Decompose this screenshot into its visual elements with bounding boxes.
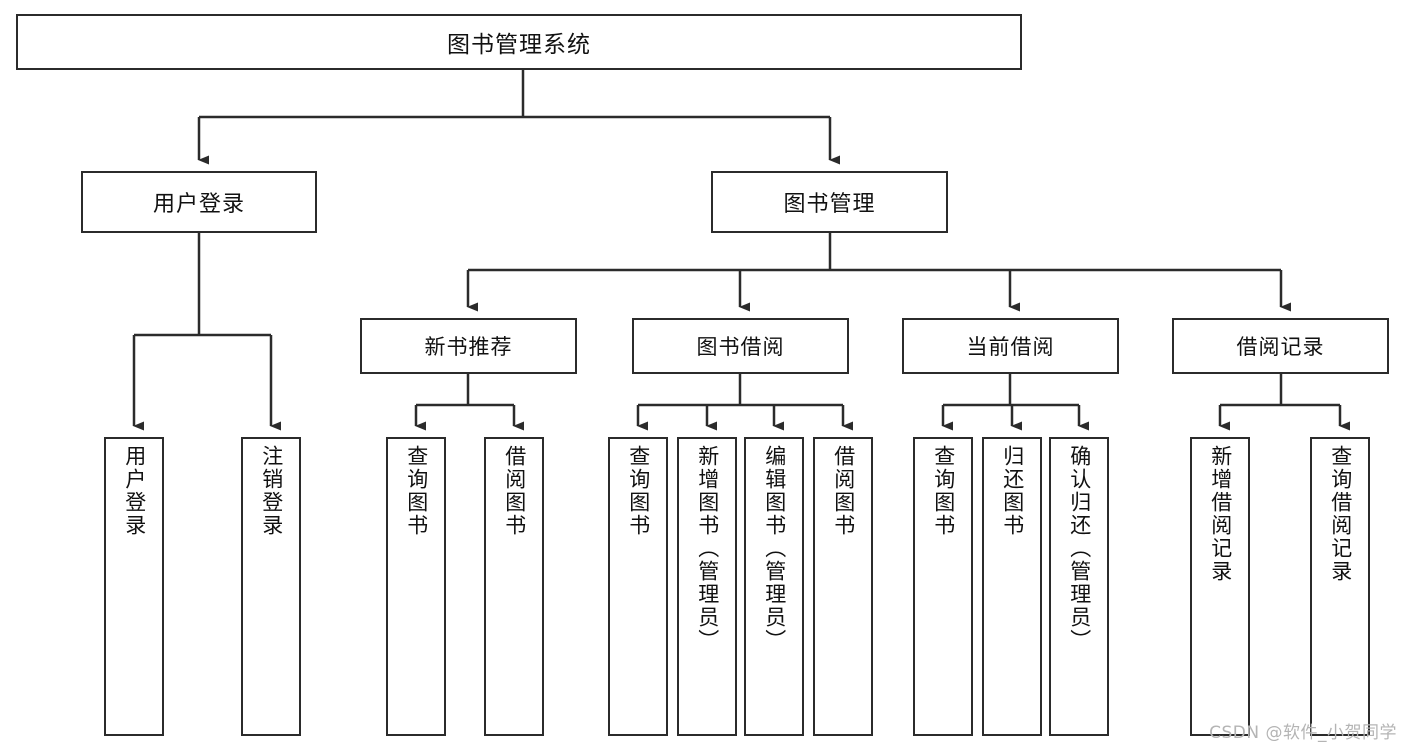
node-book-borrow[interactable]: 图书借阅 (632, 318, 849, 374)
node-label: 借阅图书 (502, 445, 527, 537)
node-label: 查询图书 (404, 445, 429, 537)
node-leaf-confirm-return-admin[interactable]: 确认归还（管理员） (1049, 437, 1109, 736)
node-root-book-management-system[interactable]: 图书管理系统 (16, 14, 1022, 70)
node-borrow-record[interactable]: 借阅记录 (1172, 318, 1389, 374)
node-leaf-edit-book-admin[interactable]: 编辑图书（管理员） (744, 437, 804, 736)
node-leaf-query-borrow-record[interactable]: 查询借阅记录 (1310, 437, 1370, 736)
borrow-record-connectors (1218, 374, 1350, 431)
book-borrow-connectors (636, 374, 853, 431)
node-current-borrow[interactable]: 当前借阅 (902, 318, 1119, 374)
node-label: 用户登录 (152, 192, 245, 217)
node-label: 确认归还（管理员） (1067, 445, 1092, 652)
user-login-connectors (132, 233, 281, 431)
node-label: 图书管理系统 (447, 32, 591, 58)
current-borrow-connectors (941, 374, 1089, 431)
node-label: 查询借阅记录 (1328, 445, 1353, 583)
node-leaf-query-book-borrow[interactable]: 查询图书 (608, 437, 668, 736)
node-leaf-user-login[interactable]: 用户登录 (104, 437, 164, 736)
node-leaf-query-book-current[interactable]: 查询图书 (913, 437, 973, 736)
book-manage-connectors (466, 233, 1291, 312)
node-leaf-add-borrow-record[interactable]: 新增借阅记录 (1190, 437, 1250, 736)
node-leaf-borrow-book-recommend[interactable]: 借阅图书 (484, 437, 544, 736)
node-leaf-borrow-book[interactable]: 借阅图书 (813, 437, 873, 736)
node-label: 新增借阅记录 (1208, 445, 1233, 583)
node-label: 借阅记录 (1236, 335, 1325, 359)
node-label: 注销登录 (259, 445, 284, 537)
node-leaf-query-book-recommend[interactable]: 查询图书 (386, 437, 446, 736)
node-label: 新书推荐 (424, 335, 513, 359)
root-to-level1-connectors (197, 70, 840, 165)
node-leaf-user-logout[interactable]: 注销登录 (241, 437, 301, 736)
node-label: 编辑图书（管理员） (762, 445, 787, 652)
node-user-login[interactable]: 用户登录 (81, 171, 317, 233)
node-label: 归还图书 (1000, 445, 1025, 537)
node-label: 用户登录 (122, 445, 147, 537)
node-label: 图书管理 (783, 192, 876, 217)
node-label: 查询图书 (626, 445, 651, 537)
node-label: 查询图书 (931, 445, 956, 537)
node-label: 当前借阅 (966, 335, 1055, 359)
new-book-recommend-connectors (414, 374, 524, 431)
node-label: 图书借阅 (696, 335, 785, 359)
node-label: 新增图书（管理员） (695, 445, 720, 652)
node-leaf-return-book[interactable]: 归还图书 (982, 437, 1042, 736)
node-book-manage[interactable]: 图书管理 (711, 171, 948, 233)
node-leaf-add-book-admin[interactable]: 新增图书（管理员） (677, 437, 737, 736)
node-new-book-recommend[interactable]: 新书推荐 (360, 318, 577, 374)
node-label: 借阅图书 (831, 445, 856, 537)
